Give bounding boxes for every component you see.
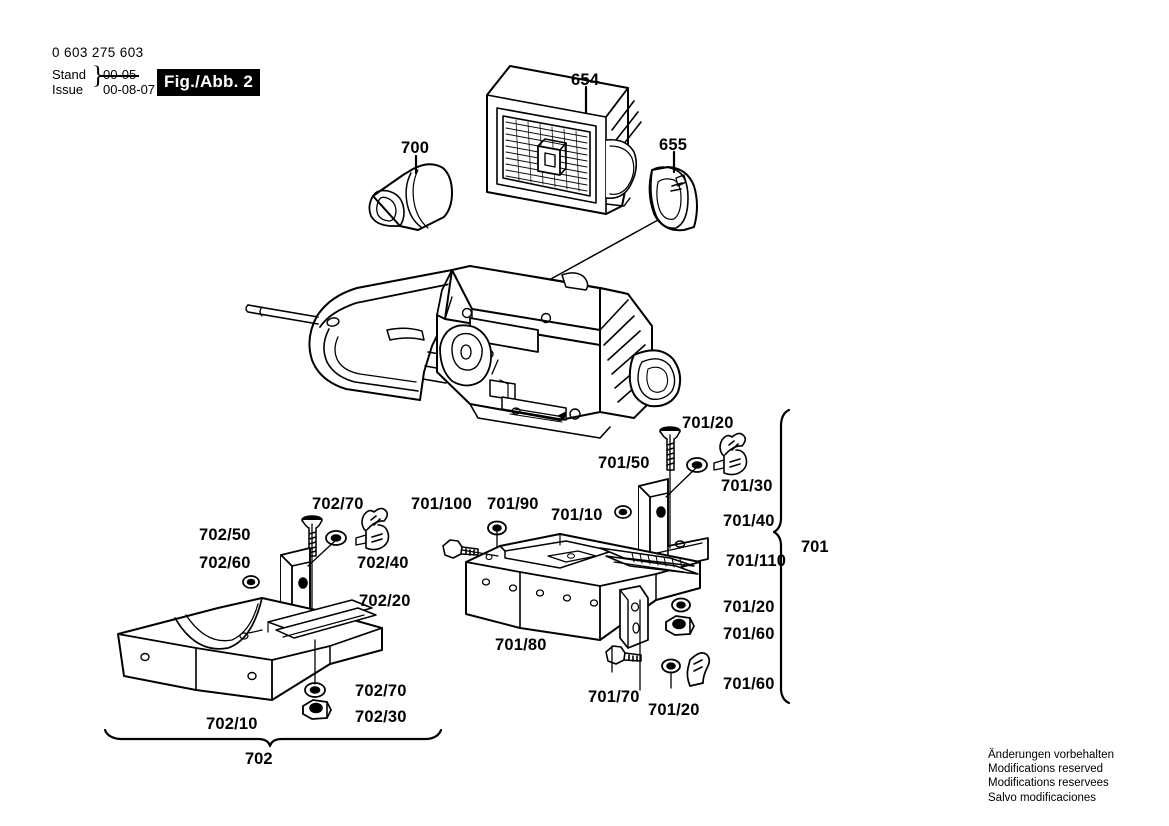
part-701-10-washer [614,505,632,519]
callout-701-20: 701/20 [723,598,775,616]
callout-701-20: 701/20 [648,701,700,719]
part-702-10-base-plate [117,597,383,701]
issue-date: 00-08-07 [103,81,156,97]
callout-701-10: 701/10 [551,506,603,524]
part-main-belt-sander [245,265,682,439]
callout-701-40: 701/40 [723,512,775,530]
part-701-30-wing-knob [713,432,748,476]
callout-701-30: 701/30 [721,477,773,495]
part-701-40-bracket [638,478,709,573]
disclaimer-line-en: Modifications reserved [988,763,1104,776]
disclaimer-footer: Änderungen vorbehalten Modifications res… [988,748,1114,805]
part-701-60-wing-lower [686,652,711,687]
disclaimer-line-fr: Modifications reservees [988,777,1109,790]
callout-701-70: 701/70 [588,688,640,706]
leader-655-to-sander [539,219,659,286]
issue-label: Issue [52,81,84,97]
callout-702-40: 702/40 [357,554,409,572]
group-label-701: 701 [801,538,829,556]
revision-labels: Stand Issue [52,67,86,97]
callout-702-20: 702/20 [359,592,411,610]
part-655-adapter-ring [648,166,698,232]
stand-date-struck: 00-05 [99,67,140,82]
callout-702-60: 702/60 [199,554,251,572]
callout-701-60: 701/60 [723,625,775,643]
callout-701-20: 701/20 [682,414,734,432]
part-702-60-washer [242,575,260,589]
callout-701-60: 701/60 [723,675,775,693]
part-702-70-washer-upper [325,530,347,546]
part-701-20-washer-upper [686,457,708,473]
callout-701-80: 701/80 [495,636,547,654]
part-number: 0 603 275 603 [52,45,144,60]
callout-702-70: 702/70 [312,495,364,513]
callout-702-70: 702/70 [355,682,407,700]
group-label-702: 702 [245,750,273,768]
part-654-dust-bag [486,65,642,215]
part-701-90-washer [487,520,507,536]
callout-701-90: 701/90 [487,495,539,513]
figure-badge: Fig./Abb. 2 [157,69,261,96]
part-701-60-nut-upper [665,615,695,636]
part-701-20-washer-lower [661,658,681,674]
part-701-80-frame [465,533,701,649]
brace-702 [103,728,443,748]
stand-label: Stand [52,67,86,82]
callout-701-50: 701/50 [598,454,650,472]
part-700-nozzle [368,163,453,231]
part-701-20-washer-mid [671,597,691,613]
part-701-50-screw [659,426,681,471]
revision-brace-icon: } [92,62,104,89]
callout-654: 654 [571,71,600,89]
part-702-30-nut [302,699,332,720]
part-702-50-screw [301,515,323,557]
callout-702-30: 702/30 [355,708,407,726]
callout-702-50: 702/50 [199,526,251,544]
part-702-20-bracket [280,547,351,647]
disclaimer-line-de: Änderungen vorbehalten [988,749,1114,761]
disclaimer-line-es: Salvo modificaciones [988,791,1097,804]
part-701-70-bolt [605,645,642,665]
callout-701-110: 701/110 [726,552,787,570]
callout-700: 700 [401,139,430,157]
callout-702-10: 702/10 [206,715,258,733]
part-702-70-washer-lower [304,682,326,698]
callout-701-100: 701/100 [411,495,473,513]
part-701-100-bolt [442,539,479,559]
callout-655: 655 [659,136,688,154]
revision-dates: 00-05 00-08-07 [99,67,156,97]
part-702-40-wing-knob [355,507,390,551]
